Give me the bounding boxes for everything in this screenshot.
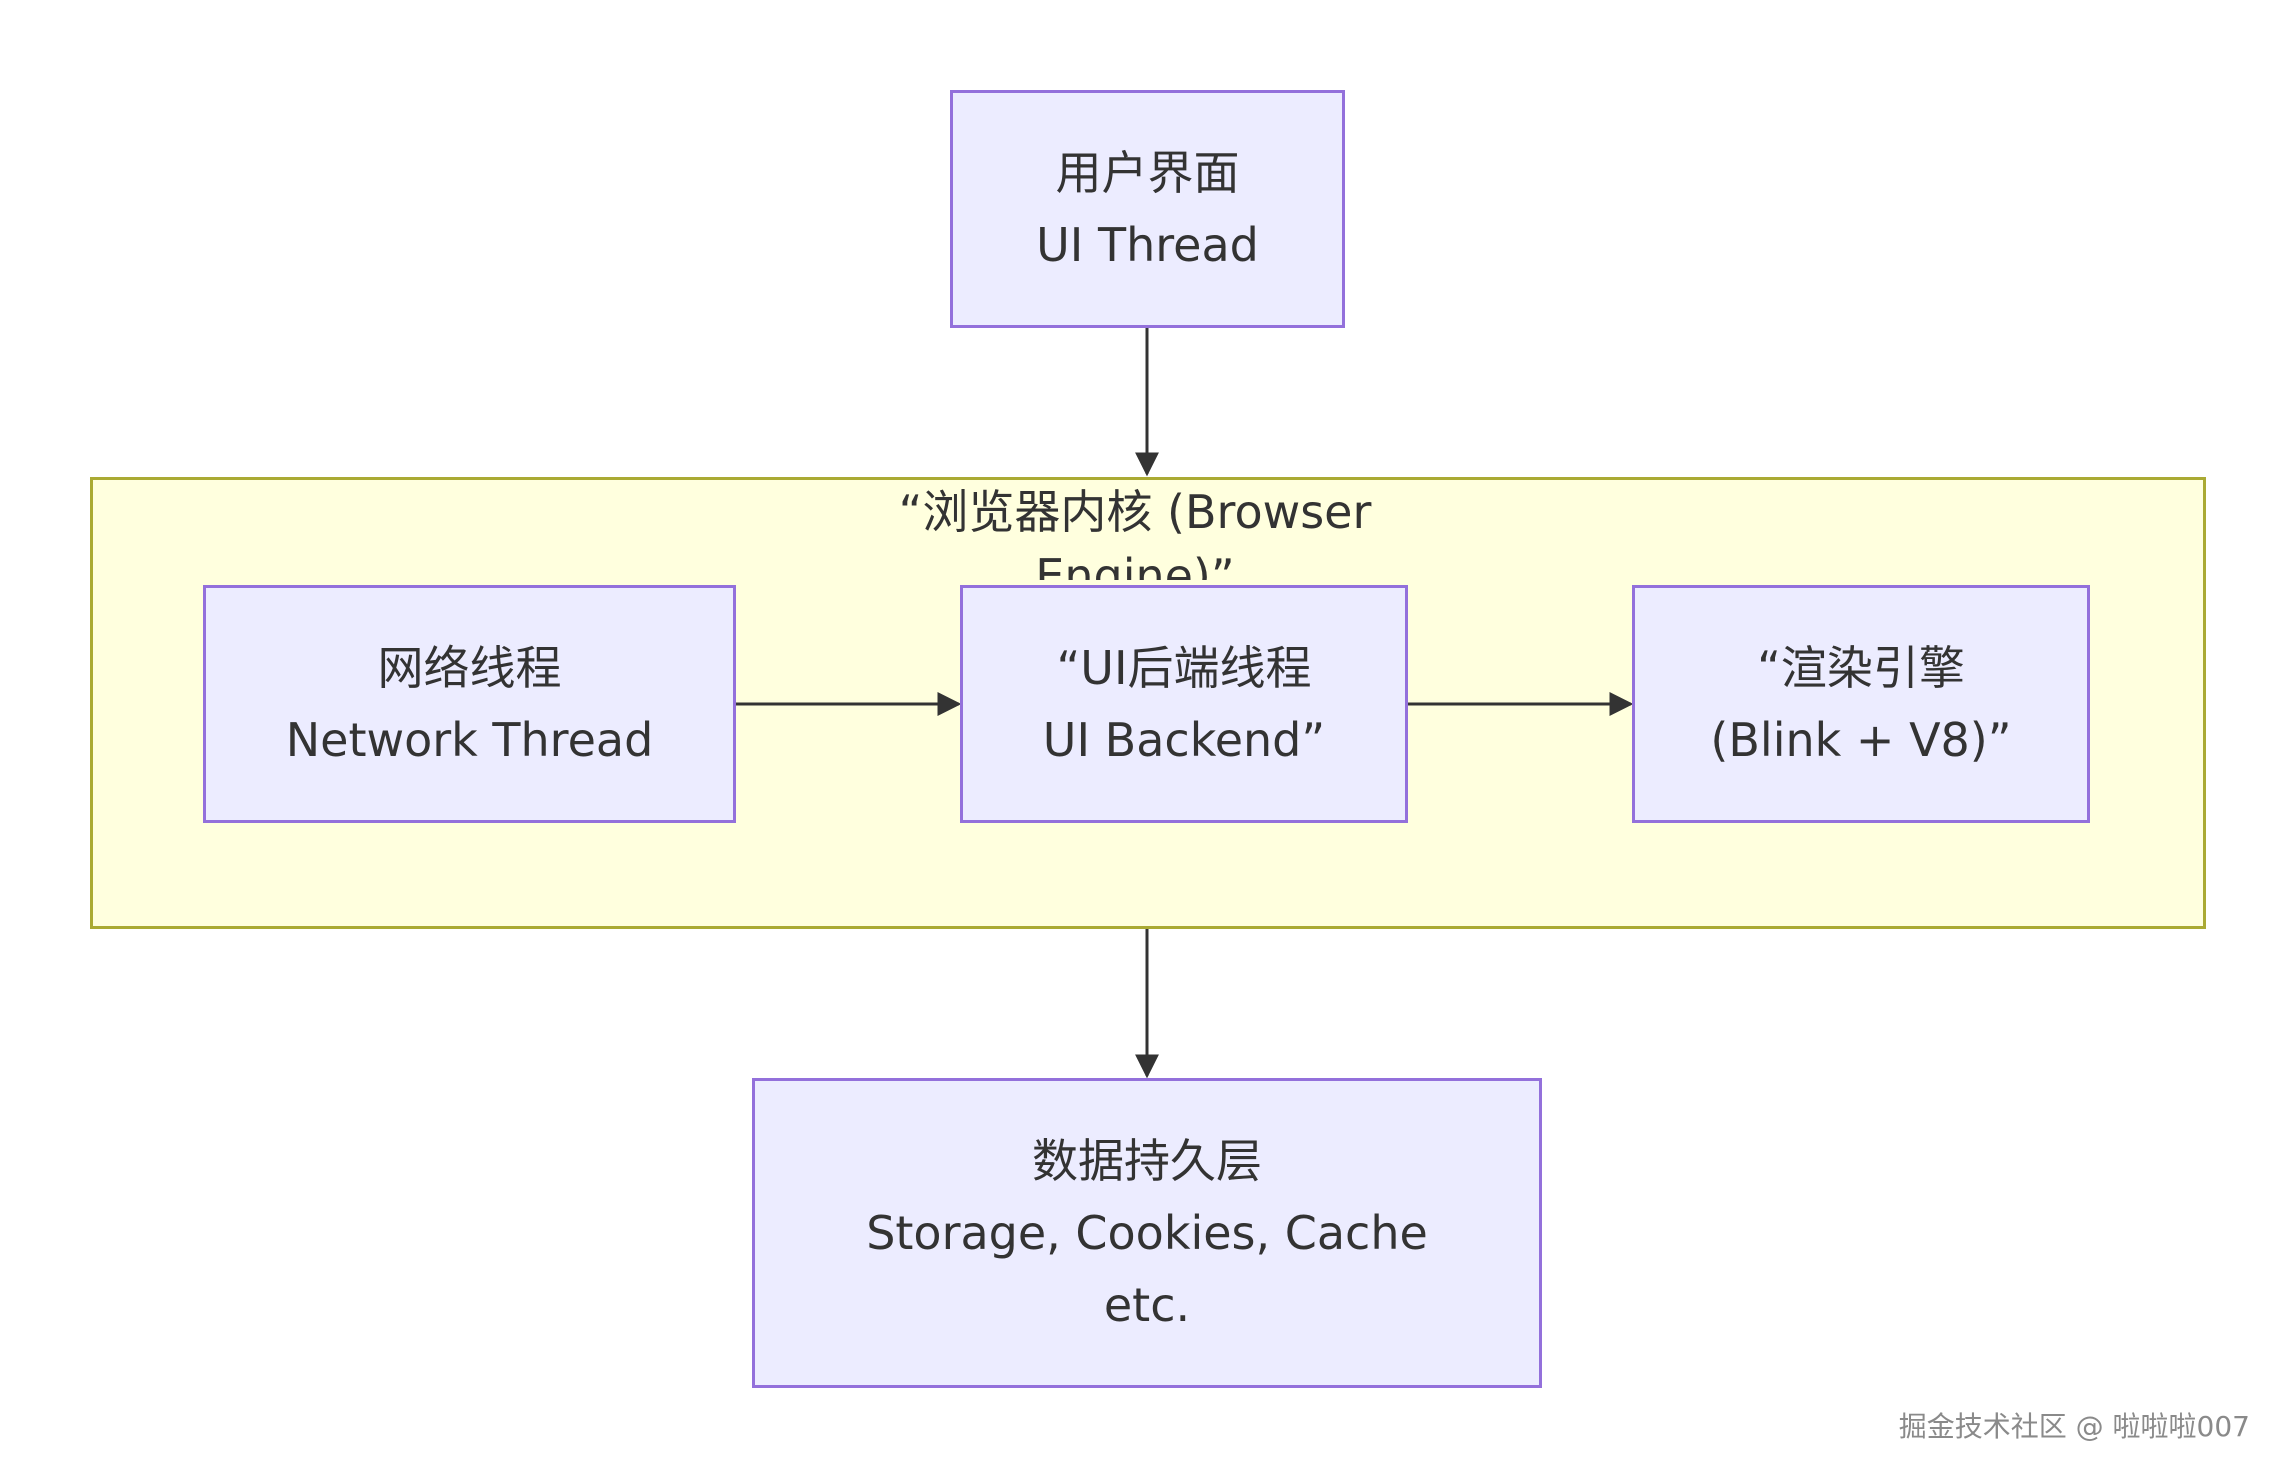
cluster-title-line-2: Engine)” — [1035, 549, 1235, 580]
node-render-engine: “渲染引擎 (Blink + V8)” — [1632, 585, 2090, 823]
cluster-title-line-1: “浏览器内核 (Browser — [898, 485, 1372, 539]
node-network-thread-line-1: 网络线程 — [377, 641, 562, 695]
watermark: 掘金技术社区 @ 啦啦啦007 — [1898, 1410, 2250, 1443]
node-ui-thread-line-2: UI Thread — [1036, 218, 1259, 272]
node-persistence-line-1: 数据持久层 — [1032, 1134, 1262, 1188]
node-render-engine-line-1: “渲染引擎 — [1757, 641, 1965, 695]
node-network-thread-line-2: Network Thread — [285, 713, 654, 767]
node-ui-thread-line-1: 用户界面 — [1055, 146, 1240, 200]
node-persistence-line-2: Storage, Cookies, Cache — [866, 1206, 1428, 1260]
node-persistence: 数据持久层 Storage, Cookies, Cache etc. — [752, 1078, 1542, 1388]
node-ui-backend: “UI后端线程 UI Backend” — [960, 585, 1408, 823]
node-ui-backend-line-1: “UI后端线程 — [1056, 641, 1312, 695]
node-ui-backend-line-2: UI Backend” — [1042, 713, 1326, 767]
node-persistence-line-3: etc. — [1103, 1278, 1191, 1332]
browser-engine-cluster-title: “浏览器内核 (Browser Engine)” — [850, 480, 1420, 580]
node-network-thread: 网络线程 Network Thread — [203, 585, 736, 823]
node-render-engine-line-2: (Blink + V8)” — [1710, 713, 2012, 767]
node-ui-thread: 用户界面 UI Thread — [950, 90, 1345, 328]
